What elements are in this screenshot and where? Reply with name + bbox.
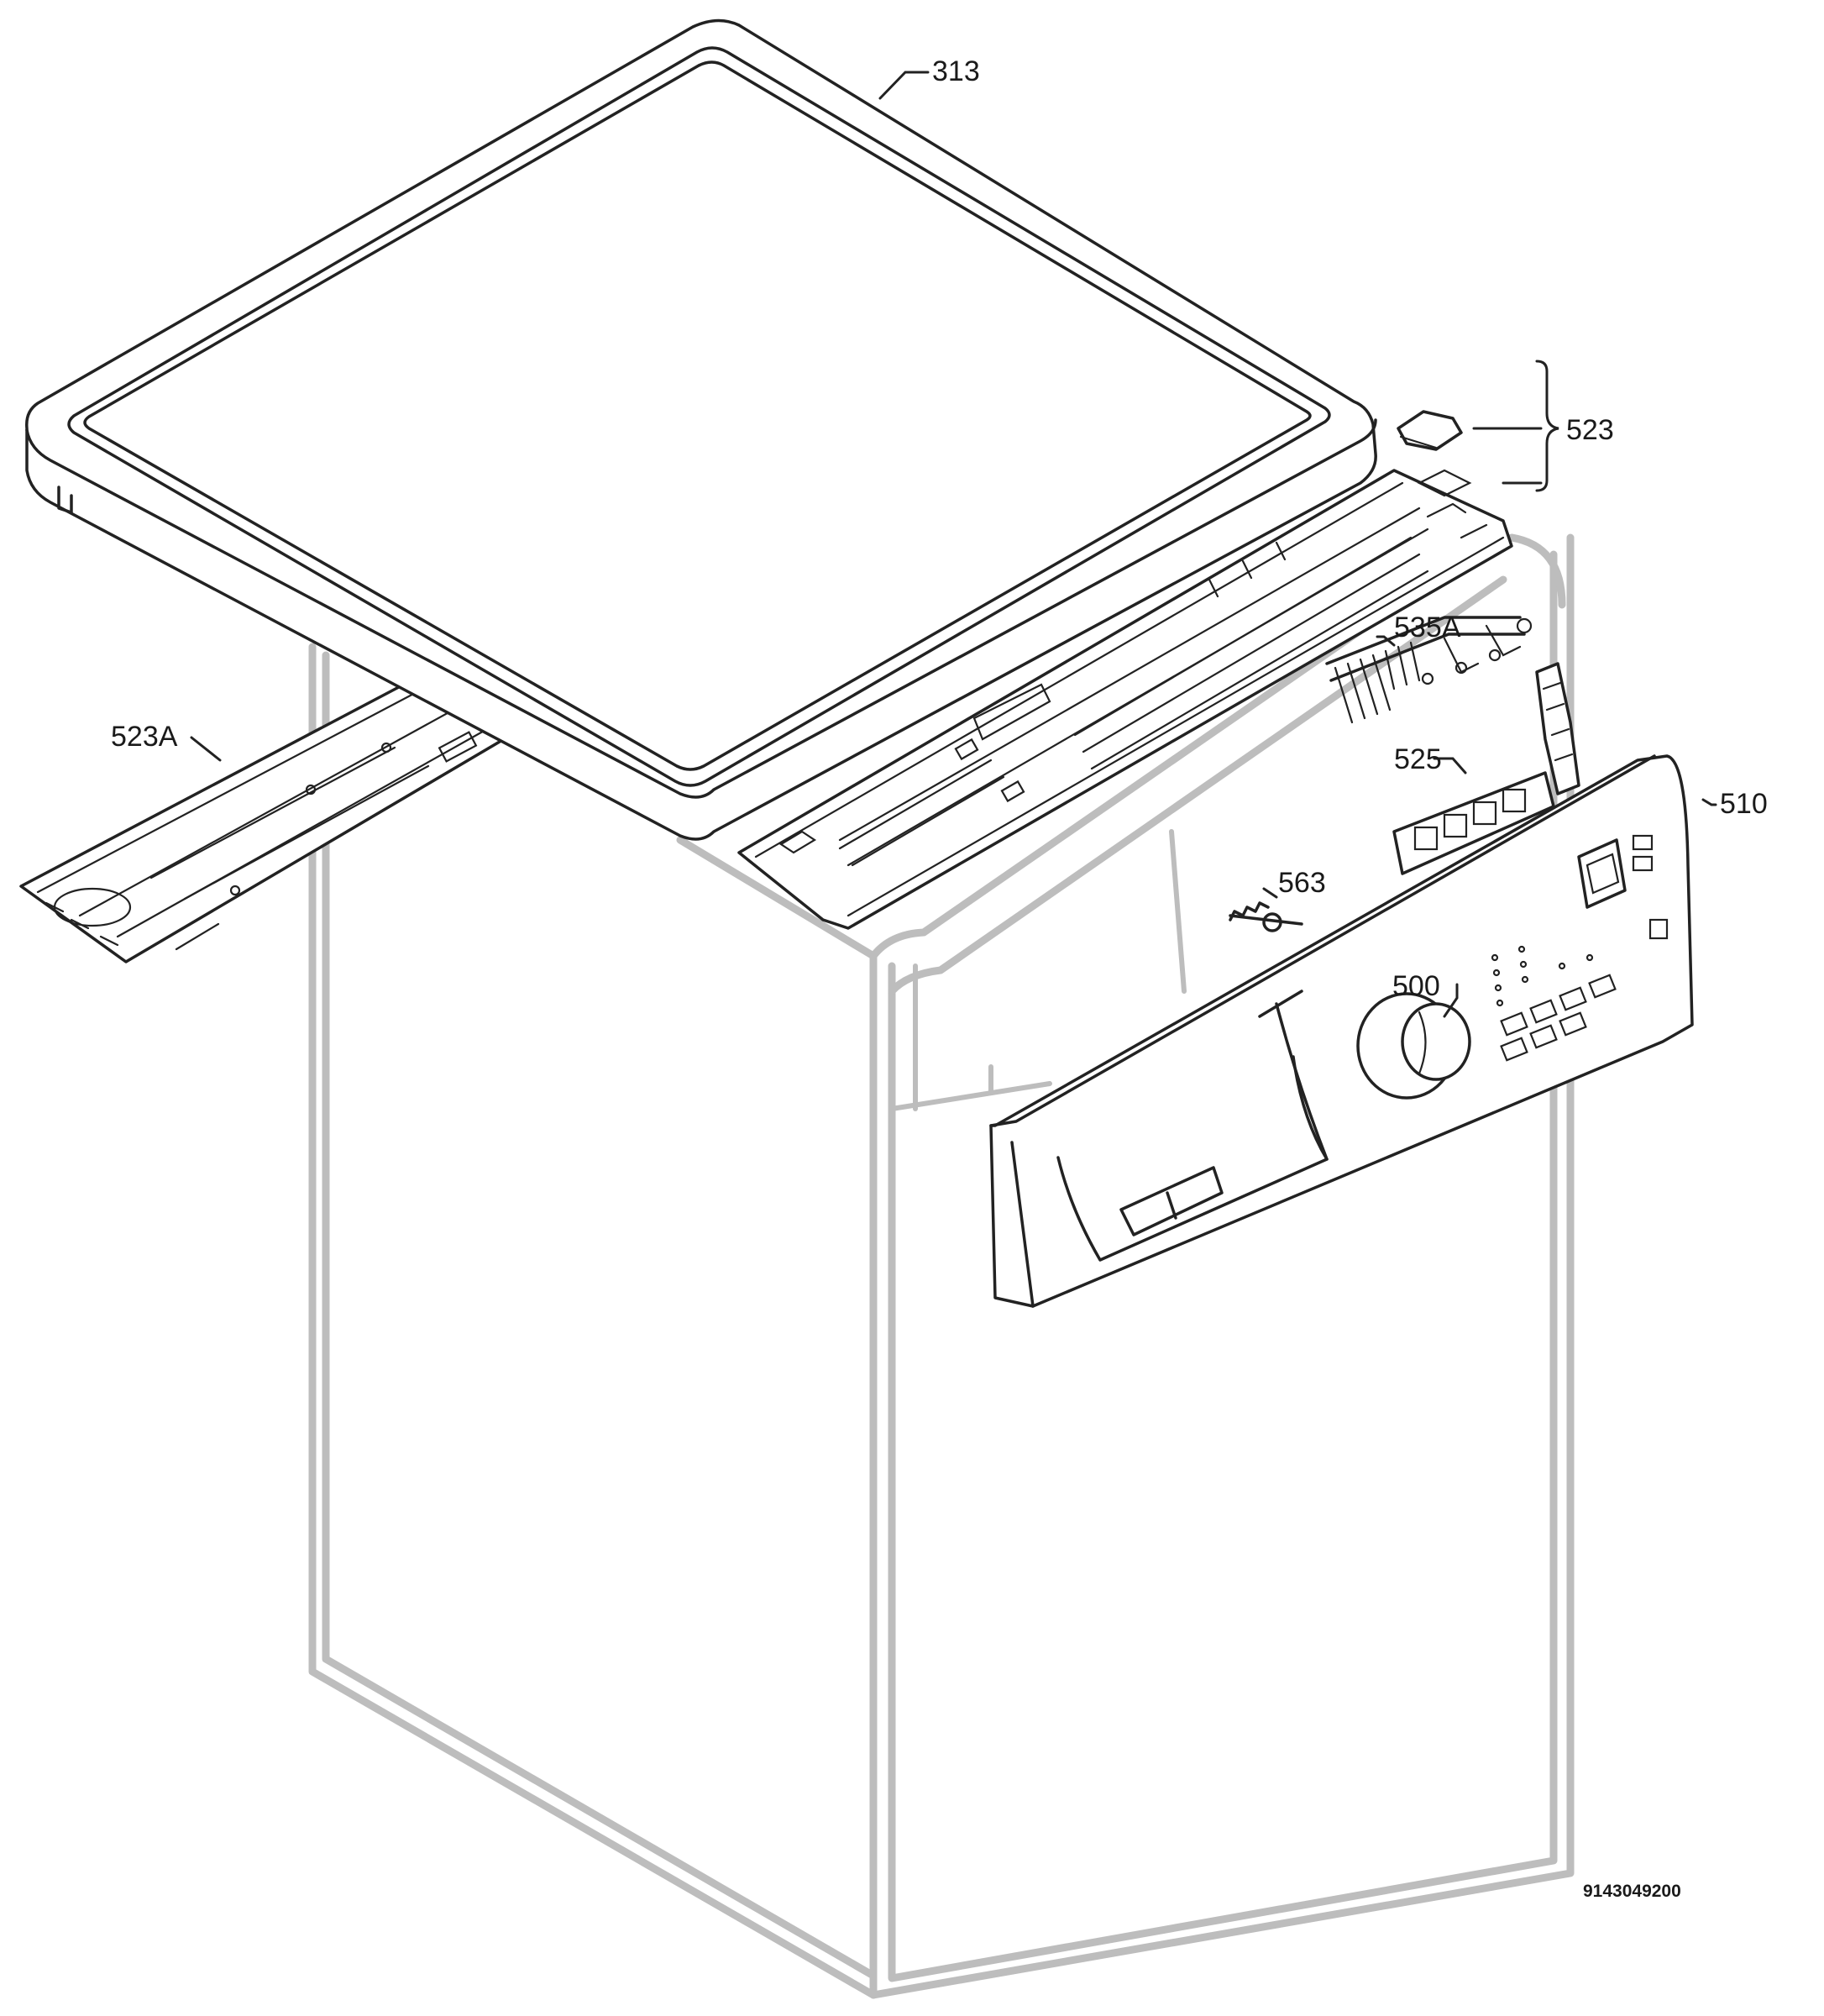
part-525-switch-board [1392, 662, 1580, 875]
part-563-clip [1229, 901, 1303, 932]
callout-500: 500 [1392, 970, 1440, 1002]
callout-leaders [190, 71, 1717, 1018]
part-523a-rail [19, 679, 506, 963]
callout-523a: 523A [111, 721, 178, 753]
callout-535a: 535A [1394, 612, 1461, 643]
callout-313: 313 [932, 55, 980, 87]
callout-525: 525 [1394, 743, 1442, 775]
part-523-mounting-rail [737, 469, 1513, 930]
part-313-lid [25, 18, 1377, 841]
callout-523: 523 [1566, 414, 1614, 446]
callout-563: 563 [1278, 867, 1326, 899]
part-535a-harness [1325, 616, 1533, 724]
callout-510: 510 [1720, 788, 1768, 820]
document-number: 9143049200 [1583, 1882, 1681, 1901]
part-523-pad [1397, 410, 1463, 451]
part-510-control-panel [989, 754, 1694, 1308]
cabinet-outline [308, 533, 1575, 1999]
